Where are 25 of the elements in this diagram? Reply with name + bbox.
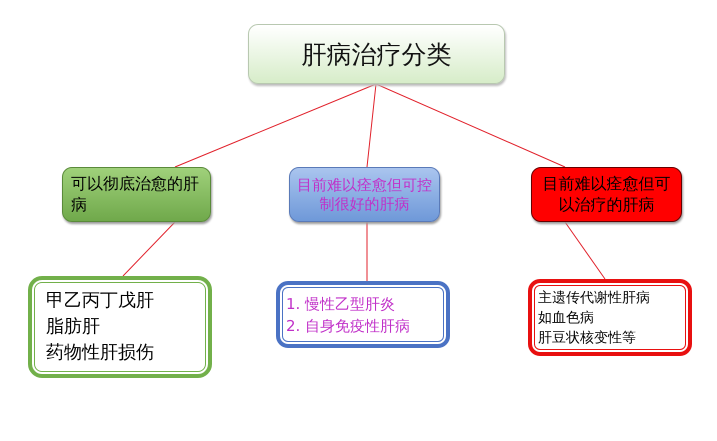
connector-line xyxy=(564,222,606,280)
detail-box xyxy=(28,276,212,378)
category-text: 目前难以痊愈但可控制很好的肝病 xyxy=(296,176,433,214)
title-box xyxy=(248,24,505,84)
connector-line xyxy=(376,84,566,168)
list-item: 脂肪肝 xyxy=(46,315,101,339)
list-item: 甲乙丙丁戊肝 xyxy=(46,289,155,313)
list-item: 肝豆状核变性等 xyxy=(538,328,637,348)
detail-box xyxy=(276,281,450,348)
connector-line xyxy=(366,222,368,282)
list-item: 如血色病 xyxy=(538,308,595,328)
category-box xyxy=(289,167,440,222)
title-text: 肝病治疗分类 xyxy=(302,38,452,70)
list-item: 主遗传代谢性肝病 xyxy=(538,288,651,308)
list-item: 2. 自身免疫性肝病 xyxy=(286,316,412,336)
connector-line xyxy=(122,222,176,276)
category-text: 目前难以痊愈但可以治疗的肝病 xyxy=(542,174,672,216)
category-box xyxy=(62,167,211,222)
list-item: 药物性肝损伤 xyxy=(46,341,155,365)
list-item: 1. 慢性乙型肝炎 xyxy=(286,294,396,314)
connector-line xyxy=(174,84,376,168)
category-box xyxy=(531,167,682,222)
category-text: 可以彻底治愈的肝病 xyxy=(71,174,200,216)
connector-line xyxy=(366,84,376,168)
detail-box xyxy=(528,279,692,356)
